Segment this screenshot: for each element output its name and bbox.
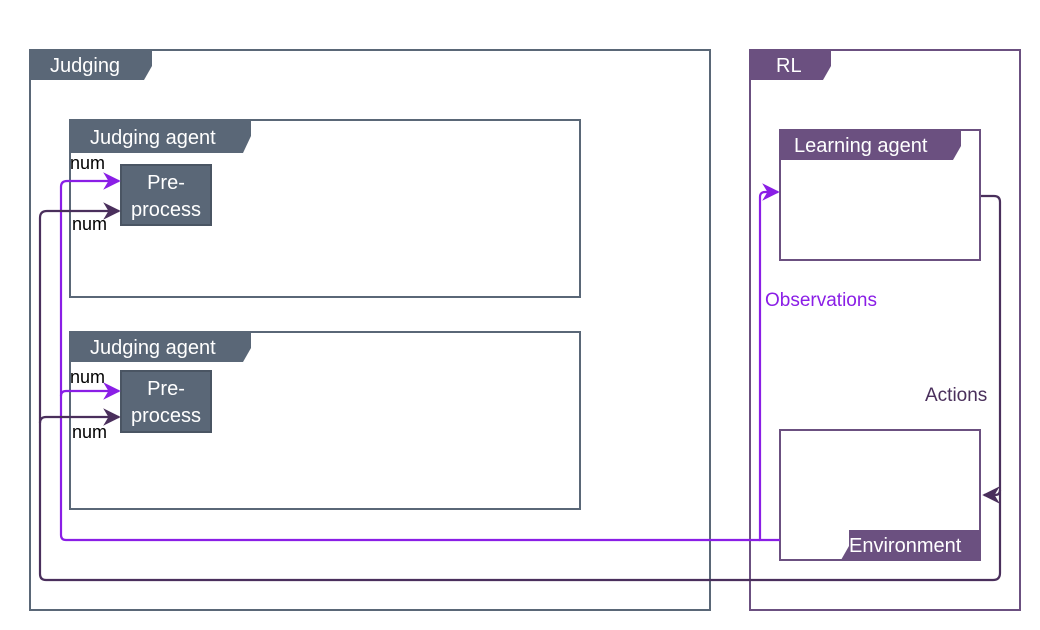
- port-label-num: num: [72, 214, 107, 234]
- judging-group: Judging: [29, 49, 711, 611]
- observations-to-preprocess-2-edge: [59, 382, 121, 400]
- learning-agent: Learning agent: [779, 129, 981, 261]
- actions-to-preprocess-1-edge: [38, 202, 1002, 582]
- judging-agent-2: Judging agent Pre- process num num: [69, 331, 581, 510]
- actions-to-environment-edge: [981, 194, 1002, 504]
- judging-group-tag: [30, 50, 152, 80]
- preprocess-node-1: [120, 164, 212, 226]
- observations-to-learning-agent-edge: [758, 183, 780, 542]
- judging-agent-1-tag: [70, 120, 251, 153]
- preprocess-2-line1: Pre-: [147, 378, 185, 400]
- learning-agent-label: Learning agent: [794, 135, 928, 157]
- judging-agent-2-tag: [70, 332, 251, 362]
- port-label-num: num: [70, 367, 105, 387]
- judging-agent-2-frame: [69, 331, 581, 510]
- environment: Environment: [779, 429, 981, 561]
- learning-agent-tag: [780, 130, 961, 160]
- observations-edge-label: Observations: [765, 290, 877, 311]
- environment-tag: [841, 530, 980, 560]
- rl-group-tag: [750, 50, 831, 80]
- observations-to-preprocess-1-edge: [59, 172, 760, 542]
- environment-label: Environment: [849, 535, 962, 557]
- port-label-num: num: [72, 422, 107, 442]
- actions-edge-label: Actions: [925, 385, 987, 406]
- actions-to-preprocess-2-edge: [38, 408, 121, 426]
- preprocess-2-line2: process: [131, 405, 201, 427]
- judging-group-label: Judging: [50, 55, 120, 77]
- rl-group: RL: [749, 49, 1021, 611]
- judging-agent-1: Judging agent Pre- process num num: [69, 119, 581, 298]
- preprocess-1-line1: Pre-: [147, 172, 185, 194]
- judging-agent-1-frame: [69, 119, 581, 298]
- judging-agent-2-label: Judging agent: [90, 337, 216, 359]
- preprocess-1-line2: process: [131, 199, 201, 221]
- preprocess-node-2: [120, 370, 212, 433]
- port-label-num: num: [70, 153, 105, 173]
- judging-agent-1-label: Judging agent: [90, 127, 216, 149]
- rl-group-label: RL: [776, 55, 802, 77]
- rl-group-frame: [749, 49, 1021, 611]
- judging-group-frame: [29, 49, 711, 611]
